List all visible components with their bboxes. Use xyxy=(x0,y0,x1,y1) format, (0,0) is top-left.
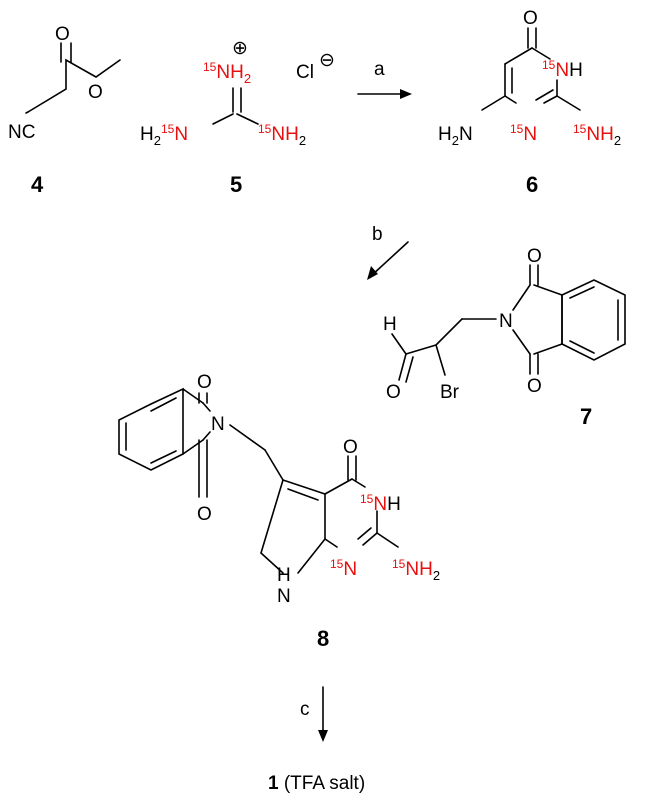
amine-nitrogen-right: 15NH2 xyxy=(258,122,306,148)
pyrrole-h: H xyxy=(277,565,291,586)
arrow-a: a xyxy=(357,59,412,99)
arrow-c: c xyxy=(300,686,328,742)
positive-charge: ⊕ xyxy=(232,38,248,59)
imide-n: N xyxy=(499,311,513,332)
imide-o-top: O xyxy=(527,246,542,267)
condition-b: b xyxy=(372,224,383,245)
final-product: 1 (TFA salt) xyxy=(268,773,365,794)
compound-8: O N O O 15NH 15N 15NH2 H N 8 xyxy=(118,372,440,651)
amino-left: H2N xyxy=(438,124,473,148)
aldehyde-o: O xyxy=(386,382,401,403)
compound-4: O O NC 4 xyxy=(8,24,121,197)
condition-c: c xyxy=(300,699,310,720)
aldehyde-h: H xyxy=(383,314,397,335)
oxo-oxygen: O xyxy=(523,8,538,29)
carbonyl-oxygen: O xyxy=(55,24,70,45)
nitrile-label: NC xyxy=(8,122,35,143)
amino-group: 15NH2 xyxy=(392,557,440,583)
compound-5: 15NH2 ⊕ Cl ⊖ H215N 15NH2 5 xyxy=(140,38,335,197)
compound-5-number: 5 xyxy=(230,172,242,197)
ring-n3: 15N xyxy=(330,557,357,580)
arrow-b: b xyxy=(367,224,409,280)
ring-nh: 15NH xyxy=(360,492,401,515)
chloride: Cl xyxy=(296,62,314,83)
compound-6-number: 6 xyxy=(526,172,538,197)
ring-nh: 15NH xyxy=(542,58,583,81)
condition-a: a xyxy=(374,59,385,80)
compound-8-number: 8 xyxy=(317,626,329,651)
ring-n3: 15N xyxy=(510,122,537,145)
imide-o-bottom: O xyxy=(197,504,212,525)
compound-7-number: 7 xyxy=(580,404,592,429)
imide-n: N xyxy=(211,414,225,435)
compound-4-number: 4 xyxy=(31,172,44,197)
imide-o-top: O xyxy=(197,372,212,393)
negative-charge: ⊖ xyxy=(319,50,335,71)
compound-7: H O Br O N O 7 xyxy=(383,246,626,429)
bromo: Br xyxy=(440,382,460,403)
oxo-oxygen: O xyxy=(343,437,358,458)
compound-6: O 15NH H2N 15N 15NH2 6 xyxy=(438,8,621,197)
amino-right: 15NH2 xyxy=(573,122,621,148)
ester-oxygen: O xyxy=(88,82,103,103)
pyrrole-n: N xyxy=(277,586,291,607)
iminium-nitrogen: 15NH2 xyxy=(203,60,251,86)
amine-nitrogen-left: H215N xyxy=(140,122,188,148)
imide-o-bottom: O xyxy=(527,376,542,397)
